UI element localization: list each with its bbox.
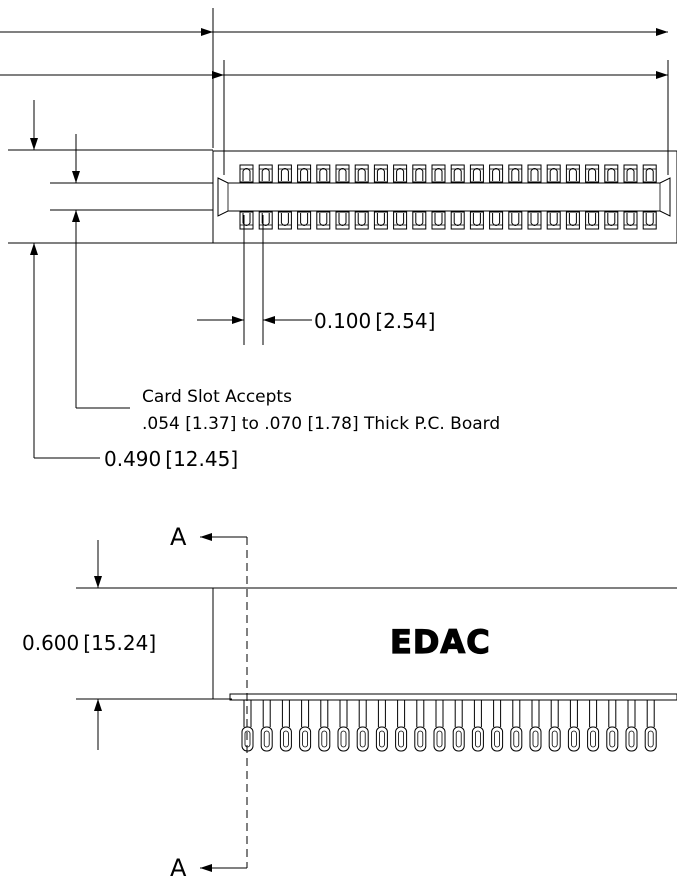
contact-tail: [644, 700, 657, 752]
contact-top: [239, 164, 254, 230]
contact-tail: [510, 700, 523, 752]
contact-top: [489, 164, 504, 230]
contact-tail: [529, 700, 542, 752]
contact-tail: [548, 700, 561, 752]
contact-tail: [567, 700, 580, 752]
contact-tail: [471, 700, 484, 752]
contact-tail: [279, 700, 292, 752]
contact-bar: [229, 693, 677, 701]
contact-tail: [491, 700, 504, 752]
contact-tail: [318, 700, 331, 752]
contact-top: [508, 164, 523, 230]
contact-tail: [414, 700, 427, 752]
contact-top: [546, 164, 561, 230]
contact-tail: [337, 700, 350, 752]
connector-body-side: [212, 587, 677, 700]
card-slot-note-line2: .054 [1.37] to .070 [1.78] Thick P.C. Bo…: [142, 414, 500, 434]
contact-top: [469, 164, 484, 230]
height-dim-label: 0.490[12.45]: [104, 447, 238, 471]
contact-top: [431, 164, 446, 230]
contact-top: [604, 164, 619, 230]
side-contact-row: [241, 700, 657, 752]
contact-top: [450, 164, 465, 230]
section-label-bottom: A: [170, 854, 187, 880]
connector-body-top: [212, 150, 677, 244]
contact-top: [335, 164, 350, 230]
section-label-top: A: [170, 523, 187, 551]
contact-tail: [625, 700, 638, 752]
contact-tail: [260, 700, 273, 752]
contact-top: [527, 164, 542, 230]
contact-top: [393, 164, 408, 230]
contact-top: [623, 164, 638, 230]
contact-top: [585, 164, 600, 230]
contact-top: [316, 164, 331, 230]
contact-top: [373, 164, 388, 230]
contact-top: [642, 164, 657, 230]
pitch-dim-label: 0.100[2.54]: [314, 309, 435, 333]
side-height-dim-label: 0.600[15.24]: [22, 631, 156, 655]
contact-tail: [395, 700, 408, 752]
contact-top: [258, 164, 273, 230]
contact-tail: [299, 700, 312, 752]
contact-top: [354, 164, 369, 230]
contact-tail: [356, 700, 369, 752]
edac-logo: EDAC: [389, 622, 491, 661]
contact-top: [297, 164, 312, 230]
contact-tail: [587, 700, 600, 752]
contact-top: [277, 164, 292, 230]
card-slot-note-line1: Card Slot Accepts: [142, 387, 292, 407]
side-view: EDAC 0.600[15.24] A A: [22, 523, 677, 880]
contact-top: [412, 164, 427, 230]
contact-tail: [606, 700, 619, 752]
top-contact-row: [239, 164, 657, 230]
svg-text:EDAC: EDAC: [390, 623, 491, 661]
contact-tail: [375, 700, 388, 752]
contact-tail: [433, 700, 446, 752]
card-slot: [217, 177, 671, 217]
contact-top: [565, 164, 580, 230]
top-view: 0.100[2.54] Card Slot Accepts .054 [1.37…: [0, 8, 677, 471]
contact-tail: [452, 700, 465, 752]
